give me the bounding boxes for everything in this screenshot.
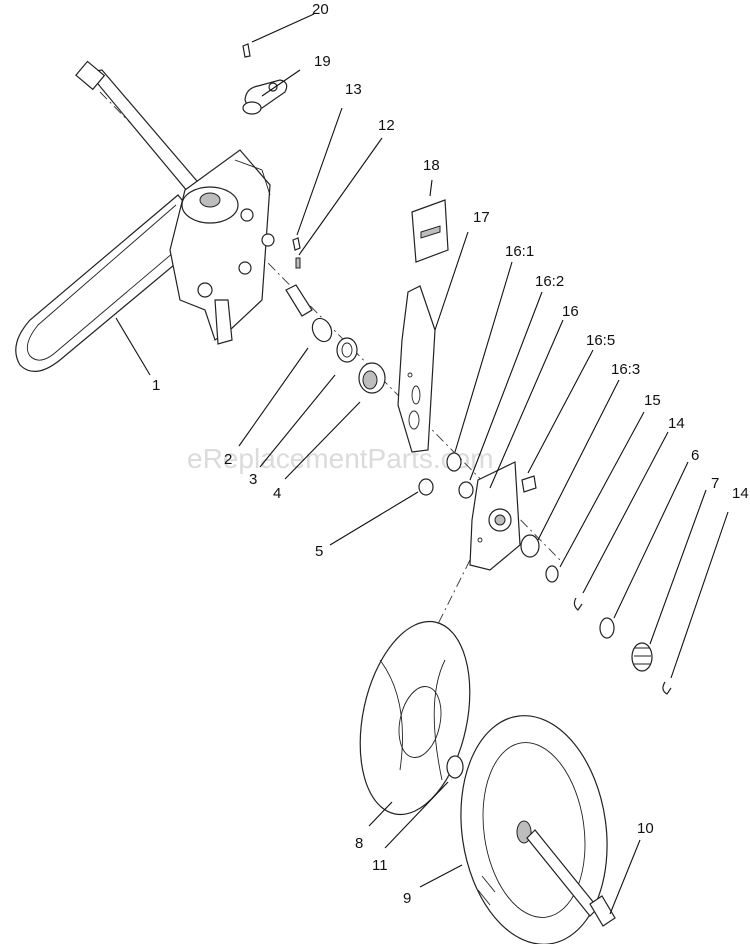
part-7-drive-gear	[631, 642, 653, 672]
part-19-idler-arm	[242, 79, 288, 115]
part-12-pin	[295, 257, 301, 269]
part-16-1-bushing	[446, 452, 462, 472]
part-15-washer	[545, 565, 559, 583]
watermark: eReplacementParts.com	[187, 443, 494, 474]
part-16-2-bushing	[458, 481, 474, 499]
callout-14-upper: 14	[668, 415, 685, 432]
part-16-3-spacer	[520, 534, 540, 558]
part-14-clip-lower	[662, 681, 672, 695]
callout-7: 7	[711, 475, 719, 492]
leader-lines	[115, 13, 729, 915]
callout-18: 18	[423, 157, 440, 174]
callout-4: 4	[273, 485, 281, 502]
callout-9: 9	[403, 890, 411, 907]
callout-2: 2	[224, 451, 232, 468]
callout-15: 15	[644, 392, 661, 409]
part-20-pin	[242, 43, 251, 58]
part-17-height-bracket	[397, 285, 436, 453]
callout-13: 13	[345, 81, 362, 98]
part-6-washer	[599, 617, 615, 639]
callout-17: 17	[473, 209, 490, 226]
callout-labels: 1 2 3 4 5 6 7 8 9 10 11 12 13 14 14 15 1…	[152, 1, 749, 907]
callout-3: 3	[249, 471, 257, 488]
callout-11: 11	[372, 857, 388, 874]
transmission-housing	[169, 149, 275, 345]
part-10-bolt	[526, 829, 616, 927]
part-18-decal	[411, 199, 449, 263]
callout-16-2: 16:2	[535, 273, 564, 290]
callout-19: 19	[314, 53, 331, 70]
part-8-hub-cover	[359, 620, 471, 816]
callout-1: 1	[152, 377, 160, 394]
callout-6: 6	[691, 447, 699, 464]
callout-20: 20	[312, 1, 329, 18]
output-shaft	[285, 284, 313, 317]
part-16-wheel-bracket	[469, 461, 521, 571]
part-11-bushing	[446, 755, 464, 779]
part-2-clip	[311, 317, 333, 343]
callout-14-lower: 14	[732, 485, 749, 502]
callout-16-3: 16:3	[611, 361, 640, 378]
callout-8: 8	[355, 835, 363, 852]
part-13-key	[292, 237, 301, 251]
part-4-bearing	[358, 362, 386, 394]
callout-12: 12	[378, 117, 395, 134]
part-5-nut	[418, 478, 434, 496]
callout-5: 5	[315, 543, 323, 560]
part-16-5-stud	[521, 475, 537, 493]
part-3-washer	[336, 337, 358, 363]
callout-16-5: 16:5	[586, 332, 615, 349]
callout-16-1: 16:1	[505, 243, 534, 260]
callout-16: 16	[562, 303, 579, 320]
callout-10: 10	[637, 820, 654, 837]
part-14-clip-upper	[573, 597, 583, 611]
